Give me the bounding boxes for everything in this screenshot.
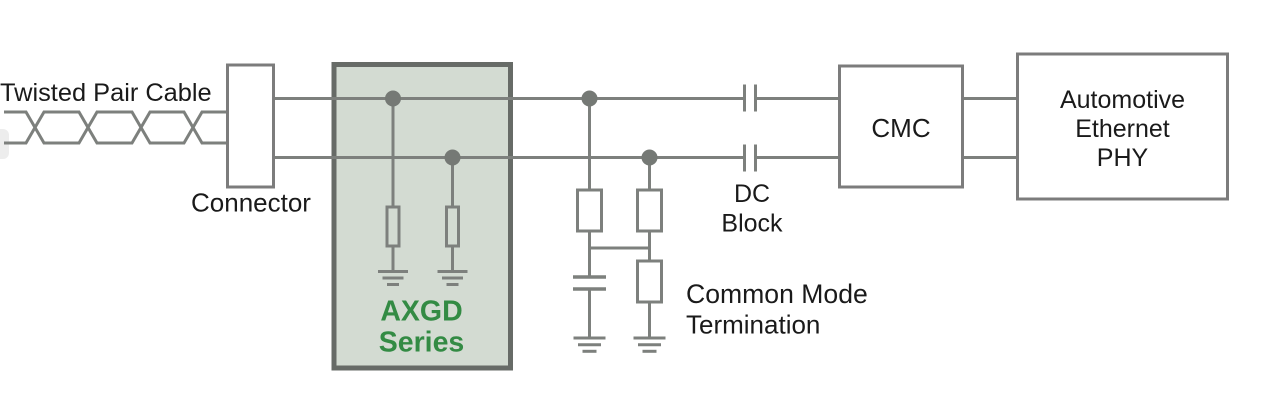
svg-text:Twisted Pair Cable: Twisted Pair Cable [0,79,212,107]
svg-text:DC: DC [734,180,770,208]
svg-text:Block: Block [721,210,783,238]
svg-text:Common Mode: Common Mode [686,279,868,309]
svg-text:Termination: Termination [686,310,820,340]
svg-text:CMC: CMC [871,113,930,143]
svg-text:AXGD: AXGD [380,296,462,328]
svg-text:Connector: Connector [191,188,311,218]
svg-text:PHY: PHY [1097,144,1149,172]
svg-text:Series: Series [379,327,465,359]
svg-text:Automotive: Automotive [1060,86,1185,114]
svg-text:Ethernet: Ethernet [1075,115,1170,143]
